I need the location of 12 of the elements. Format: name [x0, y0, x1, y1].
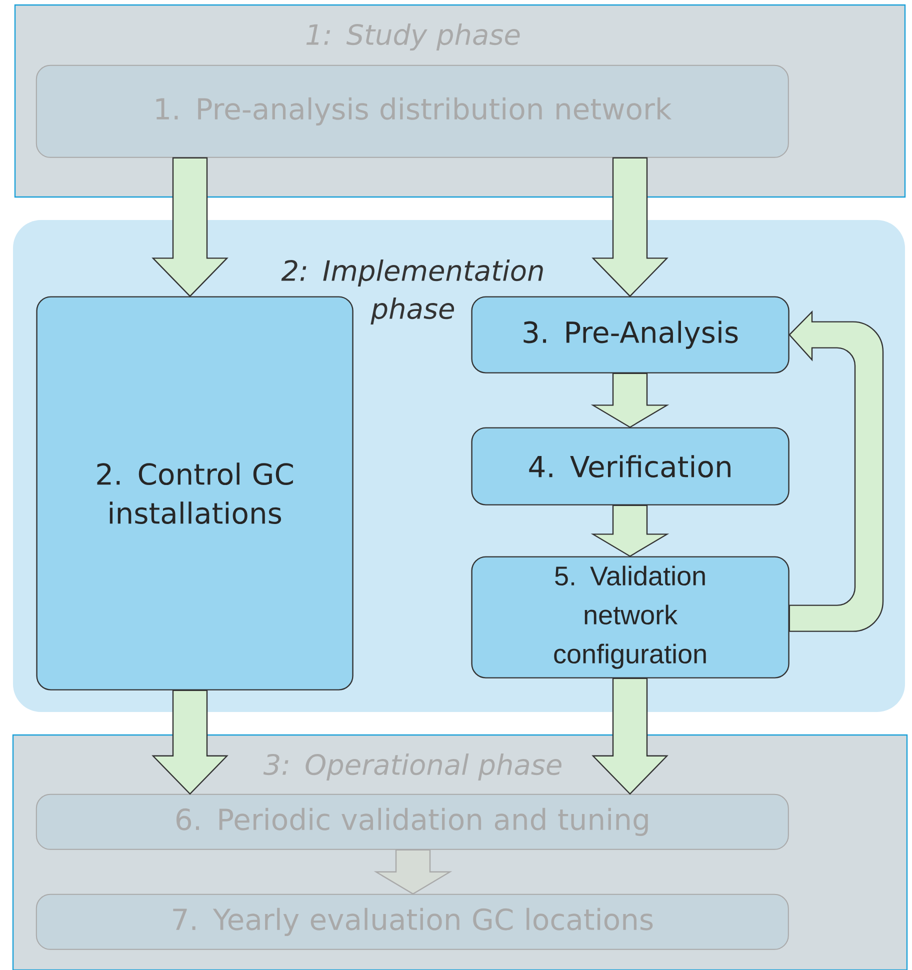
process-box: 2. Control GC installations [36, 296, 354, 690]
block-arrow [592, 157, 668, 298]
block-arrow [152, 690, 228, 795]
block-arrow [152, 157, 228, 298]
block-arrow [374, 849, 452, 895]
process-box: 3. Pre-Analysis [471, 296, 790, 374]
process-box: 4. Verification [471, 427, 790, 506]
process-box: 5. Validation network configuration [471, 556, 790, 678]
block-arrow [788, 311, 884, 632]
block-arrow [592, 678, 668, 795]
block-arrow [590, 372, 670, 428]
block-arrow [590, 504, 670, 557]
